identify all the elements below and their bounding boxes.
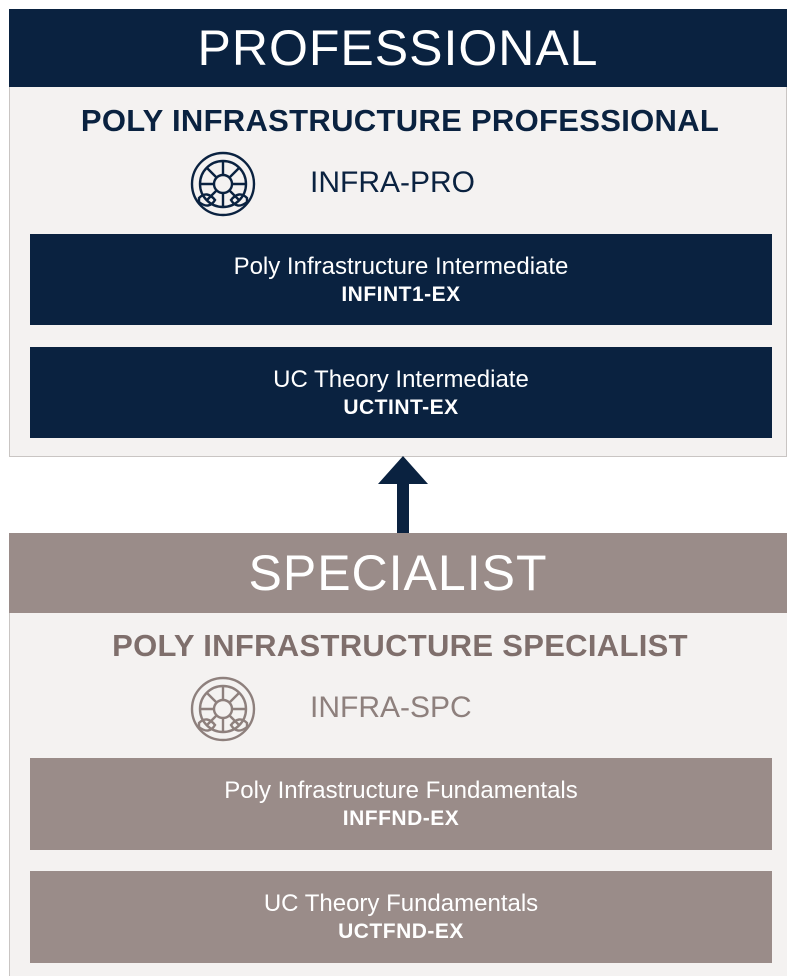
specialist-header-label: SPECIALIST bbox=[248, 545, 548, 601]
course-code: UCTFND-EX bbox=[338, 920, 464, 943]
course-name: UC Theory Fundamentals bbox=[263, 890, 539, 917]
course-card: UC Theory Fundamentals UCTFND-EX bbox=[30, 871, 772, 963]
course-card: Poly Infrastructure Intermediate INFINT1… bbox=[30, 234, 772, 325]
course-code: INFINT1-EX bbox=[341, 282, 461, 306]
specialist-header: SPECIALIST bbox=[9, 533, 787, 613]
course-name: UC Theory Intermediate bbox=[273, 365, 529, 393]
course-name: Poly Infrastructure Intermediate bbox=[233, 252, 569, 280]
course-code: UCTINT-EX bbox=[343, 395, 459, 419]
course-name: Poly Infrastructure Fundamentals bbox=[224, 777, 578, 804]
professional-cert-code: INFRA-PRO bbox=[310, 166, 475, 199]
course-code: INFFND-EX bbox=[342, 807, 460, 830]
gear-circle-icon bbox=[190, 151, 256, 217]
specialist-cert-title: POLY INFRASTRUCTURE SPECIALIST bbox=[112, 628, 688, 663]
course-card: Poly Infrastructure Fundamentals INFFND-… bbox=[30, 758, 772, 850]
professional-cert-title: POLY INFRASTRUCTURE PROFESSIONAL bbox=[80, 103, 720, 138]
course-card: UC Theory Intermediate UCTINT-EX bbox=[30, 347, 772, 438]
arrow-up-icon bbox=[378, 456, 428, 534]
professional-header: PROFESSIONAL bbox=[9, 9, 787, 87]
gear-circle-icon bbox=[190, 676, 256, 742]
specialist-cert-code: INFRA-SPC bbox=[310, 691, 472, 724]
professional-header-label: PROFESSIONAL bbox=[197, 20, 599, 76]
